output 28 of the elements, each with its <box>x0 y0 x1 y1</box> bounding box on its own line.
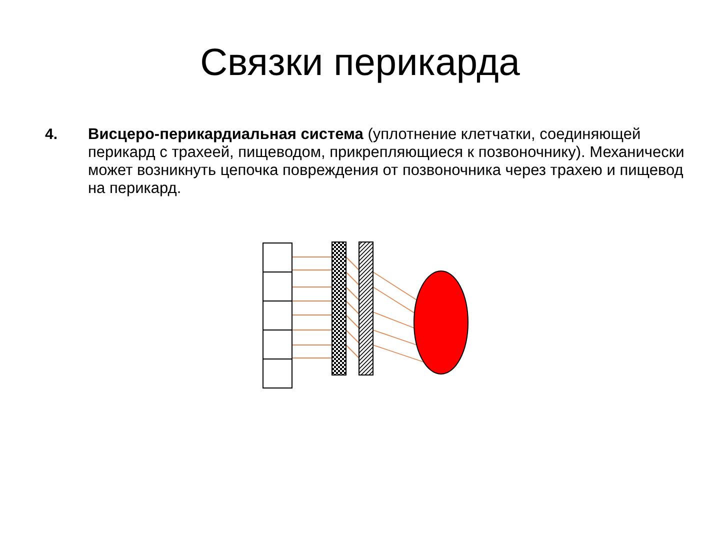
connector-line <box>292 300 332 302</box>
connector-line <box>372 272 418 300</box>
connector-line <box>292 256 332 258</box>
vertebra-box <box>262 242 292 272</box>
connector-line <box>346 256 360 270</box>
connector-line <box>292 314 332 316</box>
connector-line <box>292 286 332 288</box>
paragraph-text: Висцеро-перикардиальная система (уплотнение клетчатки, соединяющей перикард с трахеей, пищеводом, прикрепляющиеся к позвоночнику). Механически может возникнуть цепочка повреждения от позвоночника через трахею и пищевод на перикард. <box>88 126 686 198</box>
vertebra-box <box>262 272 292 302</box>
organ-bar <box>358 242 374 376</box>
connector-line <box>346 286 360 300</box>
connector-line <box>346 272 360 286</box>
vertebra-box <box>262 358 292 388</box>
connector-line <box>346 300 360 314</box>
list-number: 4. <box>45 126 58 143</box>
connector-line <box>346 344 360 358</box>
connector-line <box>372 312 415 328</box>
connector-line <box>346 330 360 344</box>
pericardium-ellipse <box>414 270 468 374</box>
connector-line <box>372 330 418 346</box>
connector-line <box>346 314 360 328</box>
connector-line <box>372 286 415 314</box>
vertebra-box <box>262 330 292 360</box>
connector-line <box>292 344 332 346</box>
vertebra-box <box>262 300 292 330</box>
slide-title: Связки перикарда <box>199 42 521 85</box>
connector-line <box>372 344 424 362</box>
organ-bar <box>332 242 346 376</box>
